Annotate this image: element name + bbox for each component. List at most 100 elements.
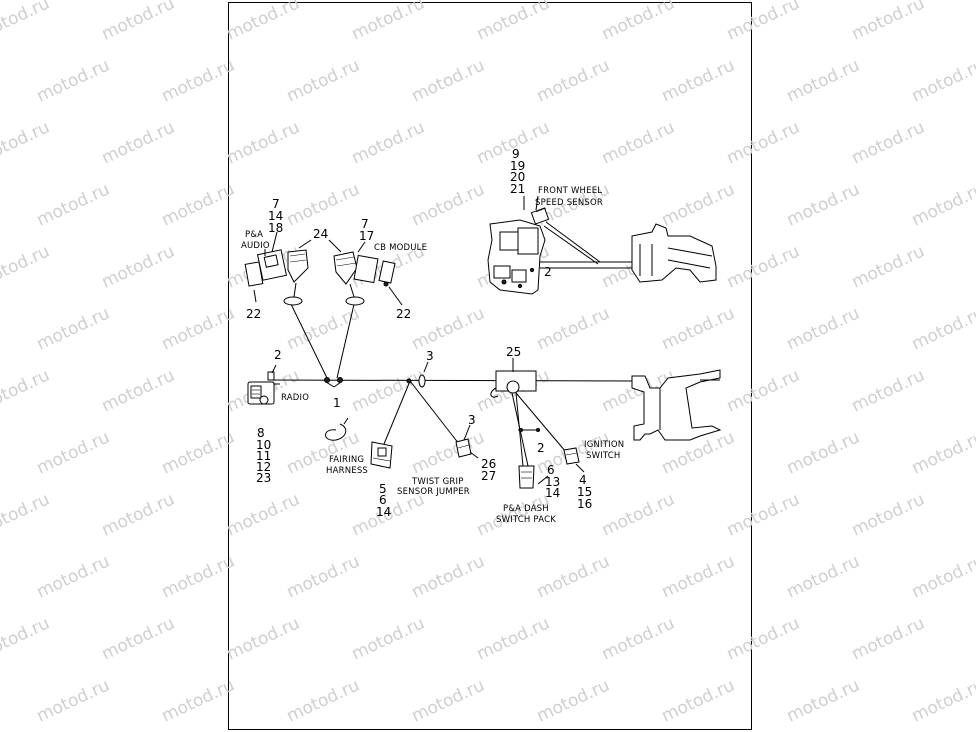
watermark-text: motod.ru xyxy=(34,551,113,602)
callout-15: 15 xyxy=(577,485,592,499)
watermark-text: motod.ru xyxy=(599,489,678,540)
watermark-text: motod.ru xyxy=(34,303,113,354)
watermark-text: motod.ru xyxy=(849,365,928,416)
callout-12: 12 xyxy=(256,460,271,474)
watermark-text: motod.ru xyxy=(0,365,53,416)
speed-sensor-assembly xyxy=(487,195,717,295)
watermark-text: motod.ru xyxy=(784,675,863,726)
watermark-text: motod.ru xyxy=(724,117,803,168)
watermark-text: motod.ru xyxy=(409,427,488,478)
callout-5: 5 xyxy=(379,482,387,496)
callout-6-dash: 6 xyxy=(547,463,555,477)
watermark-text: motod.ru xyxy=(349,613,428,664)
label-ignition: IGNITION xyxy=(584,440,624,450)
watermark-text: motod.ru xyxy=(409,303,488,354)
watermark-text: motod.ru xyxy=(159,427,238,478)
watermark-text: motod.ru xyxy=(0,117,53,168)
label-pa: P&A xyxy=(245,230,263,240)
watermark-text: motod.ru xyxy=(0,613,53,664)
label-twist-grip: TWIST GRIP xyxy=(411,477,464,487)
watermark-text: motod.ru xyxy=(159,179,238,230)
label-switch: SWITCH xyxy=(586,451,621,461)
label-switch-pack: SWITCH PACK xyxy=(496,515,556,525)
callout-22-left: 22 xyxy=(246,307,261,321)
label-sensor-jumper: SENSOR JUMPER xyxy=(397,487,470,497)
watermark-text: motod.ru xyxy=(909,675,976,726)
callout-20: 20 xyxy=(510,170,525,184)
watermark-text: motod.ru xyxy=(659,303,738,354)
switch-housing xyxy=(490,358,585,489)
callout-11: 11 xyxy=(256,449,271,463)
watermark-text: motod.ru xyxy=(849,489,928,540)
fairing-harness-branch xyxy=(325,361,479,469)
label-radio: RADIO xyxy=(281,393,309,403)
watermark-text: motod.ru xyxy=(224,489,303,540)
watermark-text: motod.ru xyxy=(909,551,976,602)
watermark-text: motod.ru xyxy=(909,427,976,478)
watermark-text: motod.ru xyxy=(784,179,863,230)
watermark-text: motod.ru xyxy=(34,55,113,106)
watermark-text: motod.ru xyxy=(349,117,428,168)
watermark-text: motod.ru xyxy=(99,365,178,416)
watermark-text: motod.ru xyxy=(534,303,613,354)
callout-2-speed: 2 xyxy=(544,265,552,279)
label-speed-sensor: SPEED SENSOR xyxy=(535,198,603,208)
label-fairing: FAIRING xyxy=(329,455,364,465)
watermark-text: motod.ru xyxy=(784,55,863,106)
watermark-text: motod.ru xyxy=(474,0,553,45)
watermark-text: motod.ru xyxy=(659,179,738,230)
radio-connector xyxy=(247,364,280,405)
watermark-text: motod.ru xyxy=(99,613,178,664)
label-pa-dash: P&A DASH xyxy=(503,504,549,514)
callout-2-dash: 2 xyxy=(537,441,545,455)
callout-21: 21 xyxy=(510,182,525,196)
watermark-text: motod.ru xyxy=(34,427,113,478)
watermark-text: motod.ru xyxy=(409,55,488,106)
watermark-text: motod.ru xyxy=(349,0,428,45)
watermark-text: motod.ru xyxy=(784,427,863,478)
watermark-text: motod.ru xyxy=(849,117,928,168)
watermark-text: motod.ru xyxy=(34,179,113,230)
callout-14-fairing: 14 xyxy=(376,505,391,519)
watermark-text: motod.ru xyxy=(99,117,178,168)
audio-cb-branch xyxy=(244,231,403,388)
watermark-text: motod.ru xyxy=(784,303,863,354)
watermark-text: motod.ru xyxy=(224,613,303,664)
watermark-text: motod.ru xyxy=(224,117,303,168)
watermark-text: motod.ru xyxy=(534,551,613,602)
callout-7-cb: 7 xyxy=(361,217,369,231)
watermark-text: motod.ru xyxy=(99,489,178,540)
watermark-text: motod.ru xyxy=(909,179,976,230)
watermark-text: motod.ru xyxy=(599,0,678,45)
callout-19: 19 xyxy=(510,159,525,173)
callouts: 9 19 20 21 2 7 14 18 24 7 17 22 22 2 8 1… xyxy=(246,147,592,519)
callout-22-right: 22 xyxy=(396,307,411,321)
watermark-text: motod.ru xyxy=(659,675,738,726)
watermark-text: motod.ru xyxy=(724,241,803,292)
watermark-text: motod.ru xyxy=(724,365,803,416)
watermark-text: motod.ru xyxy=(284,675,363,726)
callout-17-cb: 17 xyxy=(359,229,374,243)
callout-2-radio: 2 xyxy=(274,348,282,362)
watermark-text: motod.ru xyxy=(0,0,53,45)
callout-25: 25 xyxy=(506,345,521,359)
watermark-text: motod.ru xyxy=(599,613,678,664)
callout-7-audio: 7 xyxy=(272,197,280,211)
callout-26: 26 xyxy=(481,457,496,471)
watermark-text: motod.ru xyxy=(724,613,803,664)
callout-1: 1 xyxy=(333,396,341,410)
label-front-wheel: FRONT WHEEL xyxy=(538,186,602,196)
watermark-text: motod.ru xyxy=(0,489,53,540)
drawing-page xyxy=(228,2,752,730)
watermark-text: motod.ru xyxy=(409,551,488,602)
watermark-text: motod.ru xyxy=(0,241,53,292)
watermark-text: motod.ru xyxy=(849,613,928,664)
handlebar-end xyxy=(631,369,722,441)
watermark-text: motod.ru xyxy=(534,55,613,106)
watermark-text: motod.ru xyxy=(34,675,113,726)
callout-8: 8 xyxy=(257,426,265,440)
callout-10: 10 xyxy=(256,438,271,452)
watermark-text: motod.ru xyxy=(284,551,363,602)
watermark-text: motod.ru xyxy=(284,303,363,354)
